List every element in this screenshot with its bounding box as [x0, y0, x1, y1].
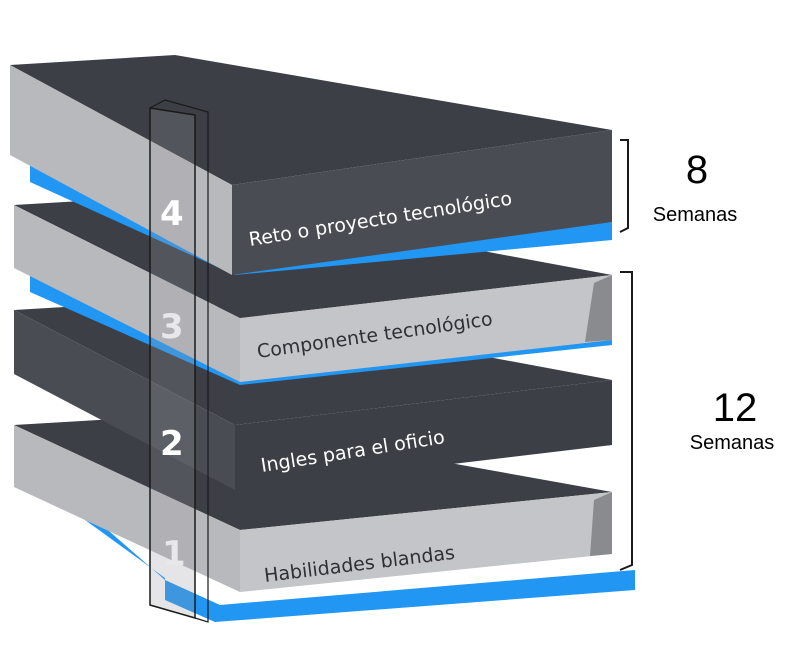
layer-1-number: 1	[162, 534, 186, 574]
layer-4-blue-edge	[30, 160, 612, 275]
duration-12-unit: Semanas	[689, 432, 775, 454]
layer-4-front-face	[232, 130, 612, 275]
duration-8-value: 8	[685, 148, 709, 192]
layer-3-corner-shade	[585, 275, 612, 342]
column-back-edge	[149, 99, 209, 623]
layer-1-left-face	[14, 425, 240, 592]
layer-2-left-face	[14, 310, 235, 490]
layer-3-blue-edge	[30, 275, 612, 385]
layer-4: Reto o proyecto tecnológico	[10, 55, 612, 275]
layer-4-left-face	[10, 65, 232, 275]
number-column: 4 3 2 1	[149, 99, 209, 623]
layer-3-number: 3	[160, 307, 184, 347]
layer-4-top	[10, 55, 612, 185]
layer-2-number: 2	[160, 424, 184, 464]
layer-2-front-face	[235, 380, 612, 490]
layer-3-front-face	[240, 275, 612, 382]
layer-3-left-face	[14, 205, 240, 382]
layer-1-front-face	[240, 492, 612, 592]
duration-brackets	[619, 139, 633, 571]
duration-12-value: 12	[712, 386, 758, 430]
bracket-top	[619, 139, 629, 233]
duration-8-unit: Semanas	[652, 204, 738, 226]
layer-1-corner-shade	[590, 492, 612, 556]
bracket-bottom	[619, 271, 633, 571]
layer-4-number: 4	[160, 194, 184, 234]
